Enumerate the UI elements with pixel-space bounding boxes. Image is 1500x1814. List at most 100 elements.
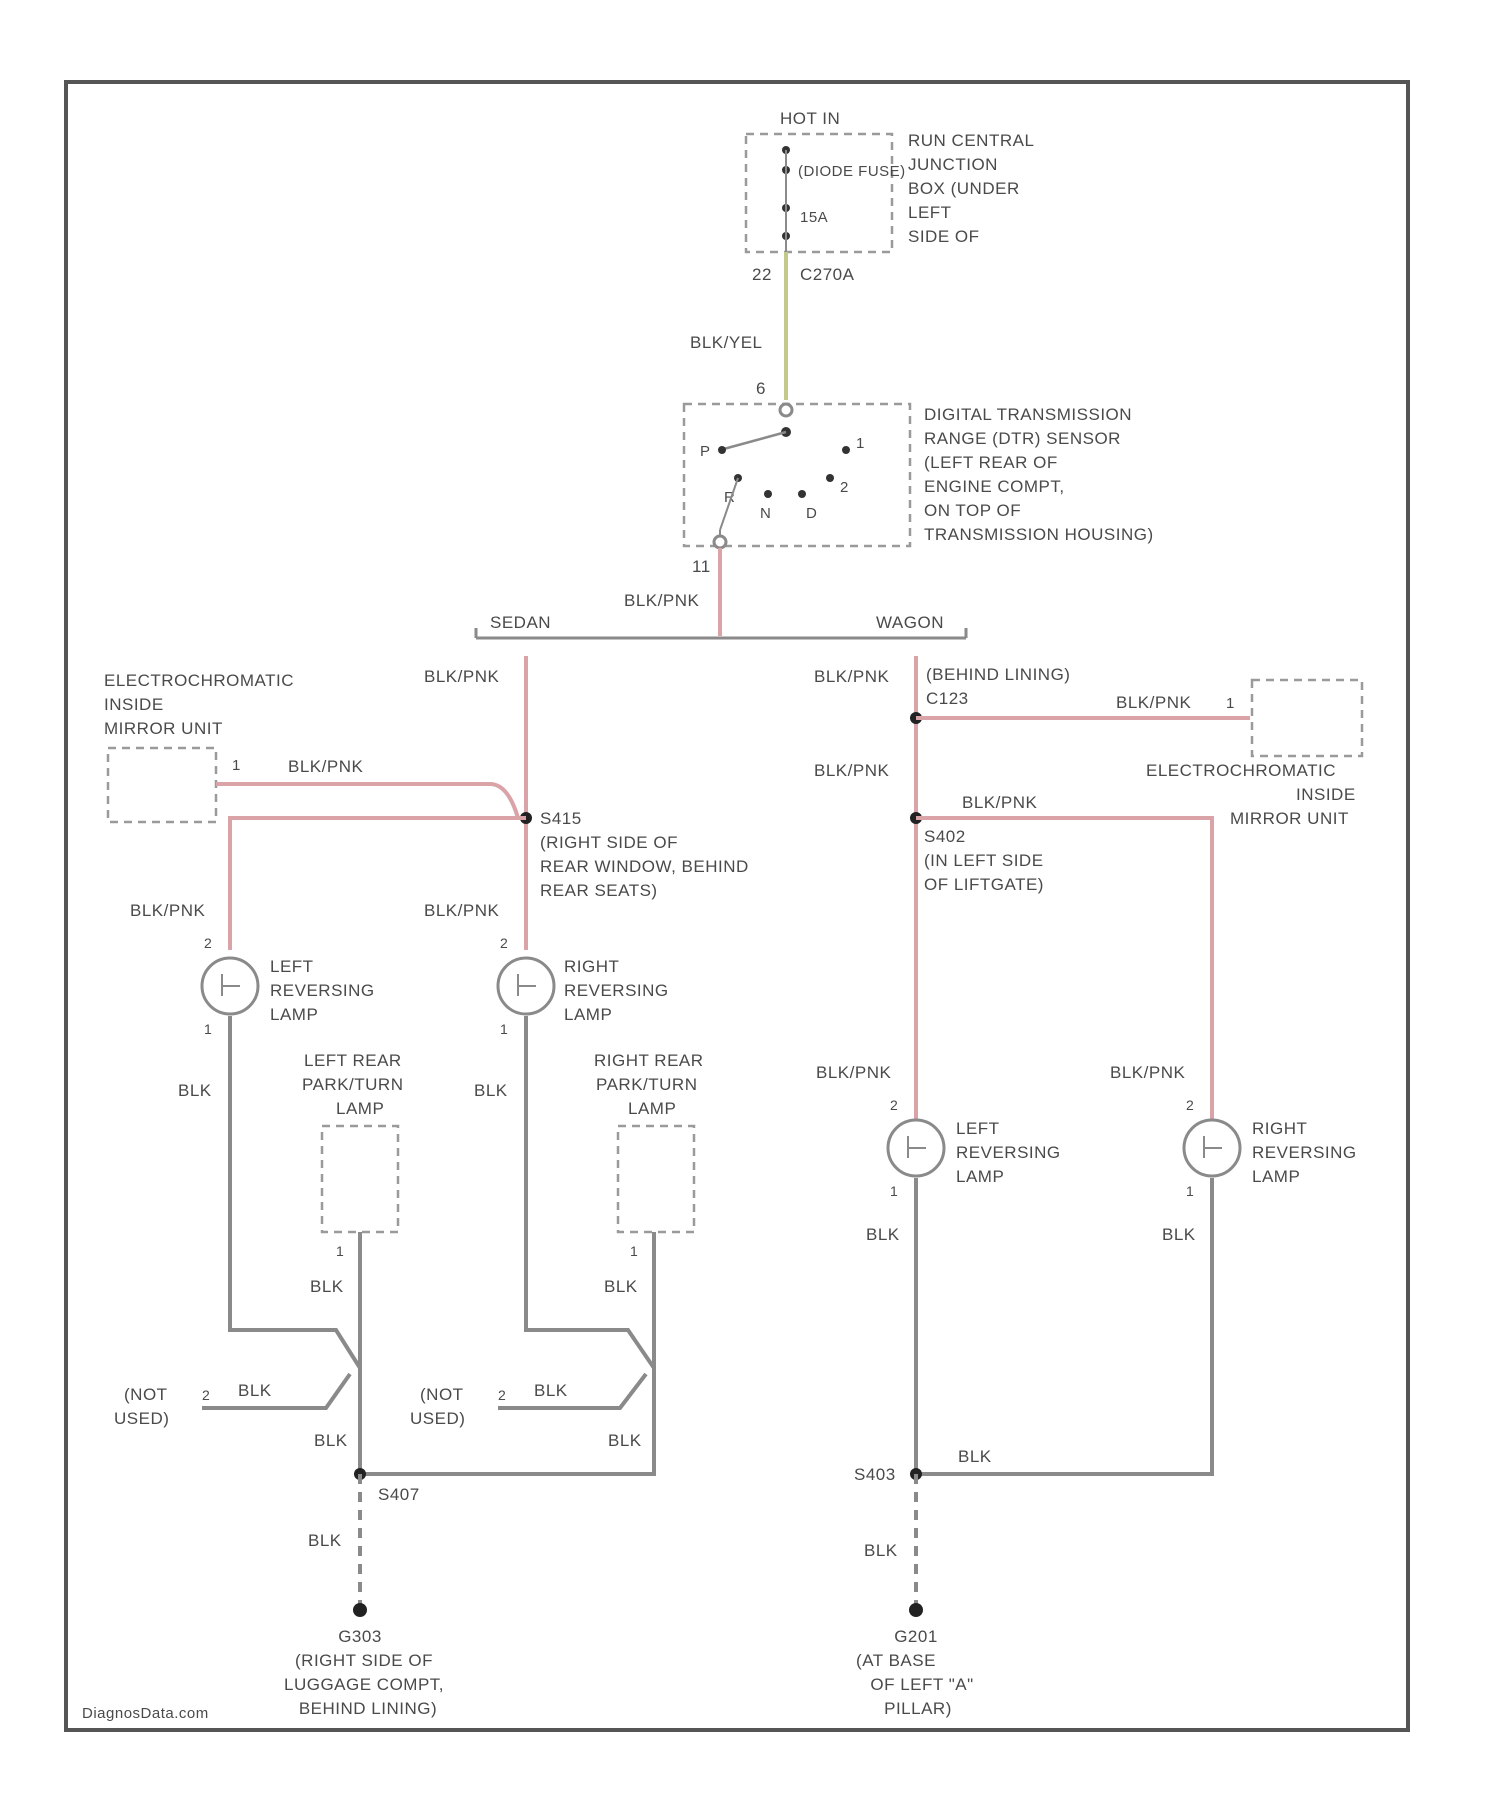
- wagon-right-lamp-pin2: 2: [1186, 1097, 1194, 1113]
- sedan-ground-wire-label-3: BLK: [308, 1531, 342, 1550]
- wagon-left-lamp-label-2: REVERSING: [956, 1143, 1061, 1162]
- sedan-ground-label-3: LUGGAGE COMPT,: [284, 1675, 444, 1694]
- sedan-left-lamp-pin2: 2: [204, 935, 212, 951]
- sedan-left-not-used-2: USED): [114, 1409, 169, 1428]
- wagon-left-lamp-label-1: LEFT: [956, 1119, 1000, 1138]
- wagon-connector-label-1: (BEHIND LINING): [926, 665, 1070, 684]
- wagon-left-lamp-ground-label: BLK: [866, 1225, 900, 1244]
- wagon-right-lamp-ground-label: BLK: [1162, 1225, 1196, 1244]
- junction-box-desc-2: JUNCTION: [908, 155, 998, 174]
- sedan-left-turn-pin: 1: [336, 1243, 344, 1259]
- sedan-left-lamp-label-1: LEFT: [270, 957, 314, 976]
- dtr-pin-in: 6: [756, 379, 766, 398]
- sedan-right-lamp-label-2: REVERSING: [564, 981, 669, 1000]
- sedan-right-park-turn-lamp: [618, 1126, 694, 1232]
- sedan-ground-label-1: G303: [338, 1627, 382, 1646]
- sedan-ground-wire-label-2: BLK: [608, 1431, 642, 1450]
- sedan-splice-label-3: REAR WINDOW, BEHIND: [540, 857, 749, 876]
- footer-watermark: DiagnosData.com: [82, 1705, 209, 1722]
- sedan-left-not-used-pin: 2: [202, 1387, 210, 1403]
- dtr-desc-6: TRANSMISSION HOUSING): [924, 525, 1154, 544]
- sedan-ground-splice-label: S407: [378, 1485, 420, 1504]
- sedan-right-not-used-2: USED): [410, 1409, 465, 1428]
- wagon-mirror-unit: [1252, 680, 1362, 756]
- wagon-main-wire-label-2: BLK/PNK: [814, 761, 889, 780]
- wagon-ground-wire-label-2: BLK: [864, 1541, 898, 1560]
- dtr-contact-2: [826, 474, 834, 482]
- wagon-right-lamp-ground-wire: [916, 1178, 1212, 1474]
- sedan-right-turn-label-2: PARK/TURN: [596, 1075, 697, 1094]
- sedan-ground-point-g303: [353, 1603, 367, 1617]
- wagon-right-lamp-label-3: LAMP: [1252, 1167, 1300, 1186]
- sedan-right-lamp-label-1: RIGHT: [564, 957, 619, 976]
- sedan-right-feed-label: BLK/PNK: [424, 901, 499, 920]
- sedan-right-not-used-wire: [498, 1374, 646, 1408]
- branch-sedan-label: SEDAN: [490, 613, 551, 632]
- wagon-ground-label-2: (AT BASE: [856, 1651, 936, 1670]
- sedan-left-lamp-feed: [230, 818, 526, 950]
- sedan-mirror-label-2: INSIDE: [104, 695, 164, 714]
- sedan-left-lamp-ground-label: BLK: [178, 1081, 212, 1100]
- dtr-sensor: 6 P R N D 2 1 11 DIGITAL TRANSMISSION RA…: [684, 379, 1154, 576]
- wagon-left-lamp-label-3: LAMP: [956, 1167, 1004, 1186]
- sedan-right-lamp-pin2: 2: [500, 935, 508, 951]
- sedan-right-turn-wire-label: BLK: [604, 1277, 638, 1296]
- wagon-splice-label-3: OF LIFTGATE): [924, 875, 1044, 894]
- connector-c270a: C270A: [800, 265, 855, 284]
- sedan-mirror-label-3: MIRROR UNIT: [104, 719, 223, 738]
- sedan-left-turn-label-2: PARK/TURN: [302, 1075, 403, 1094]
- sedan-left-lamp-label-3: LAMP: [270, 1005, 318, 1024]
- sedan-circuit: BLK/PNK ELECTROCHROMATIC INSIDE MIRROR U…: [104, 656, 749, 1718]
- wagon-right-feed-label-top: BLK/PNK: [962, 793, 1037, 812]
- wagon-mirror-label-2: INSIDE: [1296, 785, 1356, 804]
- dtr-pin-out: 11: [692, 557, 711, 576]
- dtr-pos-2: 2: [840, 479, 849, 496]
- feed-wire-label: BLK/YEL: [690, 333, 763, 352]
- sedan-left-turn-wire-label: BLK: [310, 1277, 344, 1296]
- wagon-circuit: BLK/PNK (BEHIND LINING) C123 BLK/PNK 1 E…: [814, 656, 1362, 1718]
- dtr-output-terminal: [714, 536, 726, 548]
- wagon-mirror-label-3: MIRROR UNIT: [1230, 809, 1349, 828]
- wagon-ground-wire-label-1: BLK: [958, 1447, 992, 1466]
- wagon-ground-label-1: G201: [894, 1627, 938, 1646]
- sedan-mirror-wire: [216, 784, 526, 818]
- sedan-right-not-used-1: (NOT: [420, 1385, 464, 1404]
- dtr-wiper: [720, 432, 786, 450]
- dtr-output-wire-label: BLK/PNK: [624, 591, 699, 610]
- sedan-left-feed-label: BLK/PNK: [130, 901, 205, 920]
- sedan-mirror-wire-label: BLK/PNK: [288, 757, 363, 776]
- dtr-contact-p: [718, 446, 726, 454]
- sedan-right-not-used-wire-label: BLK: [534, 1381, 568, 1400]
- sedan-splice-label-2: (RIGHT SIDE OF: [540, 833, 678, 852]
- junction-box-desc-3: BOX (UNDER: [908, 179, 1020, 198]
- sedan-left-lamp-pin1: 1: [204, 1021, 212, 1037]
- wagon-right-lamp-label-1: RIGHT: [1252, 1119, 1307, 1138]
- sedan-right-turn-label-3: LAMP: [628, 1099, 676, 1118]
- sedan-left-not-used-wire: [202, 1374, 350, 1408]
- diagram-frame: [66, 82, 1408, 1730]
- dtr-desc-2: RANGE (DTR) SENSOR: [924, 429, 1121, 448]
- wagon-right-lamp-pin1: 1: [1186, 1183, 1194, 1199]
- dtr-contact-d: [798, 490, 806, 498]
- dtr-pos-1: 1: [856, 435, 865, 452]
- sedan-left-turn-label-3: LAMP: [336, 1099, 384, 1118]
- sedan-mirror-label-1: ELECTROCHROMATIC: [104, 671, 294, 690]
- sedan-right-turn-label-1: RIGHT REAR: [594, 1051, 704, 1070]
- sedan-right-lamp-pin1: 1: [500, 1021, 508, 1037]
- dtr-pos-n: N: [760, 505, 771, 522]
- dtr-input-terminal: [780, 404, 792, 416]
- wagon-connector-label-2: C123: [926, 689, 969, 708]
- dtr-desc-3: (LEFT REAR OF: [924, 453, 1058, 472]
- dtr-contact-n: [764, 490, 772, 498]
- sedan-left-not-used-1: (NOT: [124, 1385, 168, 1404]
- wagon-left-lamp-pin1: 1: [890, 1183, 898, 1199]
- sedan-splice-label-4: REAR SEATS): [540, 881, 658, 900]
- sedan-ground-label-4: BEHIND LINING): [299, 1699, 437, 1718]
- sedan-splice-label-1: S415: [540, 809, 582, 828]
- wagon-ground-point-g201: [909, 1603, 923, 1617]
- sedan-left-park-turn-lamp: [322, 1126, 398, 1232]
- sedan-right-lamp-ground-label: BLK: [474, 1081, 508, 1100]
- wagon-ground-splice-label: S403: [854, 1465, 896, 1484]
- sedan-right-lamp-label-3: LAMP: [564, 1005, 612, 1024]
